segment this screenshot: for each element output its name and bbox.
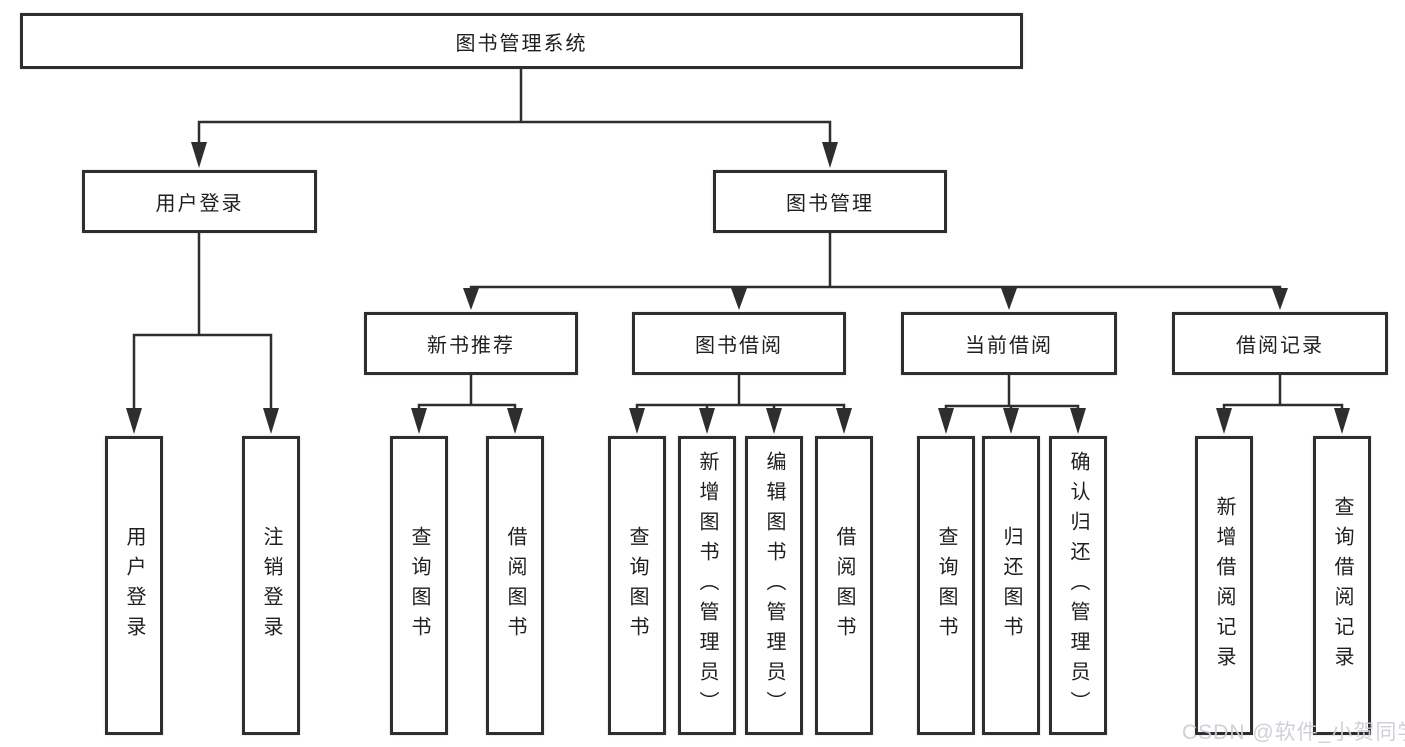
node-book-management-system: 图书管理系统 [20, 13, 1023, 69]
node-book-borrowing: 图书借阅 [632, 312, 846, 375]
csdn-watermark: CSDN @软件_小贺同学 [1182, 721, 1405, 744]
leaf-bb-edit-books-admin: 编辑图书（管理员） [745, 436, 803, 735]
node-borrowing-records: 借阅记录 [1172, 312, 1388, 375]
leaf-bb-borrow-books: 借阅图书 [815, 436, 873, 735]
leaf-nbr-query-books: 查询图书 [390, 436, 448, 735]
node-book-management: 图书管理 [713, 170, 947, 233]
leaf-cb-query-books: 查询图书 [917, 436, 975, 735]
leaf-user-login: 用户登录 [105, 436, 163, 735]
leaf-bb-query-books: 查询图书 [608, 436, 666, 735]
leaf-logout: 注销登录 [242, 436, 300, 735]
leaf-br-add-record: 新增借阅记录 [1195, 436, 1253, 735]
leaf-nbr-borrow-books: 借阅图书 [486, 436, 544, 735]
arrowhead-icons [126, 142, 1350, 434]
node-new-book-recommendation: 新书推荐 [364, 312, 578, 375]
leaf-br-query-record: 查询借阅记录 [1313, 436, 1371, 735]
leaf-cb-confirm-return-admin: 确认归还（管理员） [1049, 436, 1107, 735]
node-current-borrowing: 当前借阅 [901, 312, 1117, 375]
leaf-bb-add-books-admin: 新增图书（管理员） [678, 436, 736, 735]
node-user-login: 用户登录 [82, 170, 317, 233]
leaf-cb-return-books: 归还图书 [982, 436, 1040, 735]
